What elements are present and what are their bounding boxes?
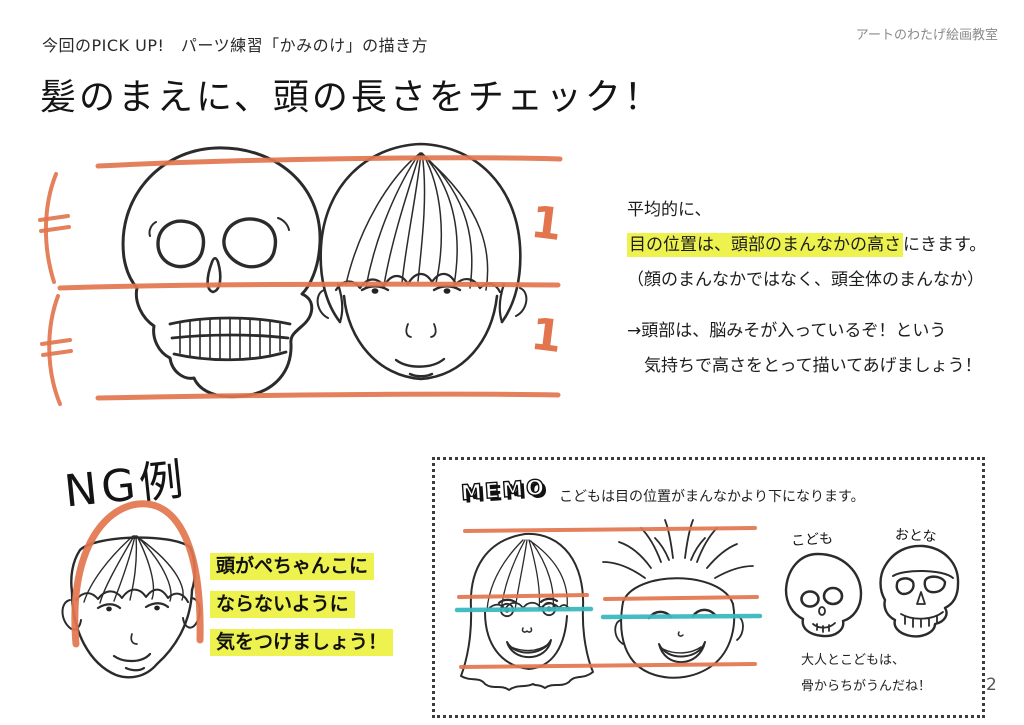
ratio-mark-top: 1 [528,197,565,251]
skull-drawing [121,146,322,399]
boy-eyes [360,285,462,294]
adult-skull-drawing [879,544,960,638]
girl-face-drawing [460,532,594,691]
correct-dome-guide [71,500,204,648]
ng-example-figure: NG例 [61,454,204,679]
kicker-text: 今回のPICK UP! パーツ練習「かみのけ」の描き方 [42,36,429,55]
memo-guide-lines [454,526,763,669]
caution-block: 頭がぺちゃんこに ならないように 気をつけましょう！ [210,551,394,665]
memo-note: 大人とこどもは、 骨からちがうんだね！ [801,648,931,700]
memo-note-line-2: 骨からちがうんだね！ [801,679,932,694]
memo-text: こどもは目の位置がまんなかより下になります。 [559,489,865,505]
children-faces-figure [454,519,763,691]
explanation-line-1: 平均的に、 [627,200,712,220]
highlighted-phrase: 目の位置は、頭部のまんなかの高さ [627,233,903,257]
guide-lines [57,155,563,401]
child-skull-label: こども [791,531,834,550]
caution-line: 頭がぺちゃんこに [210,551,393,580]
caution-line: ならないように [210,589,393,618]
brand-text: アートのわたげ絵画教室 [855,28,998,43]
explanation-block: 平均的に、 目の位置は、頭部のまんなかの高さにきます。 （顔のまんなかではなく、… [627,202,1017,393]
explanation-line-2: 目の位置は、頭部のまんなかの高さにきます。 [627,233,1017,257]
adult-skull-label: おとな [895,527,937,545]
girl-eye-line [454,606,594,613]
page-number: 2 [986,675,997,695]
ng-face-drawing [61,535,201,679]
memo-label: MEMO [460,474,549,505]
child-skull-drawing [784,552,863,638]
boy-eye-line [600,613,763,620]
caution-line: 気をつけましょう！ [210,627,394,656]
explanation-line-5: 気持ちで高さをとって描いてあげましょう！ [644,356,982,376]
memo-box: MEMO こどもは目の位置がまんなかより下になります。 [432,457,985,718]
skull-comparison-figure: こども おとな [784,527,960,638]
explanation-line-2-rest: にきます。 [903,235,987,255]
ratio-mark-bottom: 1 [528,309,565,363]
explanation-line-4: →頭部は、脳みそが入っているぞ！という [627,321,947,341]
page-title: 髪のまえに、頭の長さをチェック！ [40,77,663,118]
boy-head-drawing [316,142,528,381]
proportion-figure: 1 1 [38,142,565,406]
explanation-line-3: （顔のまんなかではなく、頭全体のまんなか） [627,270,984,290]
left-bracket-marks [38,172,73,406]
memo-note-line-1: 大人とこどもは、 [801,653,906,668]
